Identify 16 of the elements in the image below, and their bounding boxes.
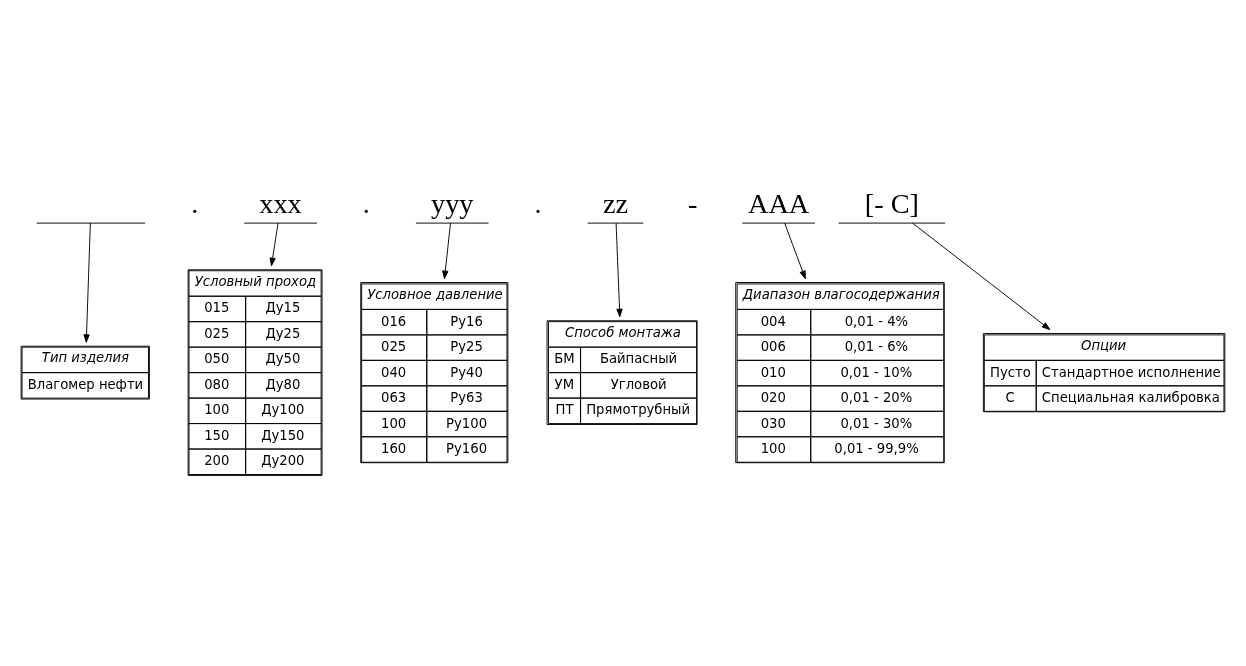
arrow bbox=[912, 222, 1051, 331]
label: - bbox=[688, 188, 698, 220]
arrow bbox=[784, 222, 806, 280]
arrow bbox=[83, 222, 91, 343]
arrow bbox=[269, 222, 279, 267]
label: . bbox=[362, 188, 370, 220]
node-text: xxx bbox=[259, 188, 302, 220]
label: . bbox=[191, 188, 199, 220]
node-text: zz bbox=[602, 188, 629, 220]
node-text: AAA bbox=[748, 188, 810, 220]
node-text: [- C] bbox=[864, 188, 919, 220]
node-text: yyy bbox=[431, 188, 474, 220]
arrow bbox=[442, 222, 451, 280]
arrow bbox=[615, 222, 623, 318]
node-bar bbox=[36, 222, 146, 224]
label: . bbox=[534, 188, 542, 220]
